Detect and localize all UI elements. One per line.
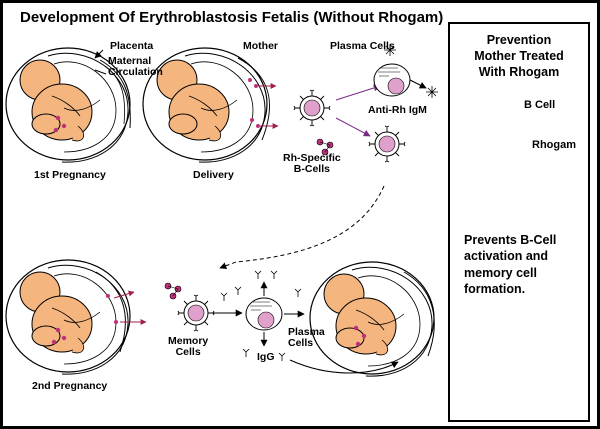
b-cell-top [293, 89, 331, 127]
plasma-cell-bottom [245, 297, 283, 331]
rh-antigen-dot [55, 115, 61, 121]
label-placenta: Placenta [110, 40, 154, 52]
diagram-title: Development Of Erythroblastosis Fetalis … [20, 9, 444, 26]
igm-secretion-arrow [409, 79, 427, 89]
rh-antigen-dot [53, 127, 59, 133]
arrow-to-b-cell [335, 117, 371, 137]
prevention-panel: Prevention Mother Treated With Rhogam B … [448, 22, 590, 422]
fetus-delivery [142, 47, 270, 163]
label-rhogam: Rhogam [532, 139, 576, 151]
rh-antigen-bottom [164, 282, 182, 300]
plasma-cell-top [373, 63, 411, 97]
label-anti-rh-igm: Anti-Rh IgM [368, 104, 427, 116]
igm-antibody-icon [384, 44, 438, 98]
memory-cell [177, 294, 215, 332]
arrow-to-plasma-cell [335, 84, 381, 101]
prevention-title: Prevention Mother Treated With Rhogam [474, 33, 564, 79]
label-mother: Mother [243, 40, 278, 52]
label-memory-cells: Memory Cells [168, 335, 209, 359]
label-plasma-cells-bottom: Plasma Cells [288, 326, 325, 350]
fetus-second-pregnancy [5, 259, 131, 375]
b-cell-memory-top [368, 125, 406, 163]
rh-transfer-arrow [113, 290, 135, 299]
label-b-cell: B Cell [524, 99, 556, 111]
label-maternal-circulation: Maternal Circulation [108, 55, 163, 79]
label-first-pregnancy: 1st Pregnancy [34, 169, 106, 181]
label-delivery: Delivery [193, 169, 234, 181]
label-igg: IgG [257, 351, 275, 363]
igg-crosses-placenta-arrow [289, 359, 399, 374]
label-second-pregnancy: 2nd Pregnancy [32, 380, 108, 392]
fetus-first-pregnancy [5, 47, 131, 163]
prevention-result: Prevents B-Cell activation and memory ce… [464, 233, 557, 296]
label-rh-specific-b-cells: Rh-Specific B-Cells [283, 152, 341, 176]
rh-antigen-dot [61, 123, 67, 129]
fetus-affected [309, 261, 435, 377]
transition-arrow [219, 185, 385, 270]
placenta-pointer [94, 49, 104, 59]
label-plasma-cells-top: Plasma Cells [330, 40, 395, 52]
circulation-pointer [94, 69, 107, 75]
